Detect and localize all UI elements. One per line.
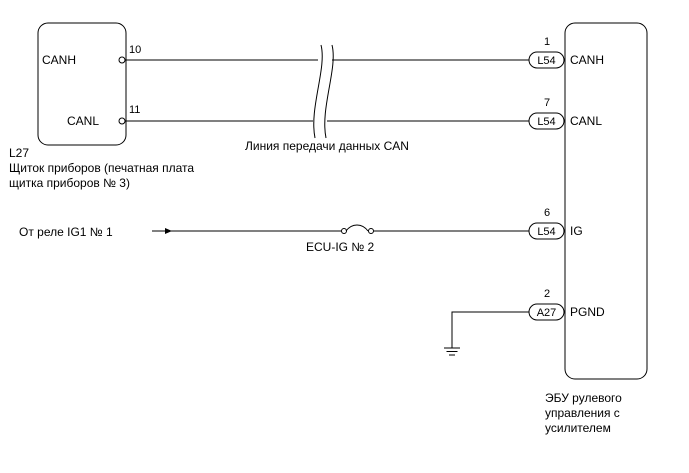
ecu-canh-signal: CANH [570, 53, 604, 67]
relay-source-label: От реле IG1 № 1 [19, 225, 113, 239]
can-line-label: Линия передачи данных CAN [245, 139, 409, 153]
ecu-pgnd-signal: PGND [570, 305, 605, 319]
ecu-name-line1: ЭБУ рулевого [545, 391, 622, 405]
fuse-label: ECU-IG № 2 [306, 240, 375, 254]
meter-canl-terminal [118, 117, 126, 125]
power-steering-ecu-box [564, 22, 648, 380]
meter-canl-signal: CANL [67, 114, 99, 128]
ecu-canl-connector-badge [528, 112, 565, 130]
wire-break-mark-right [324, 44, 334, 139]
meter-canl-pin-number: 11 [129, 104, 140, 116]
meter-name-line2: щитка приборов № 3) [9, 176, 130, 190]
ecu-canh-connector-id: L54 [537, 55, 555, 67]
ecu-name-line2: управления с [545, 406, 620, 420]
meter-connector-id: L27 [9, 146, 29, 160]
meter-canh-pin-number: 10 [129, 44, 141, 56]
ecu-pgnd-connector-id: A27 [537, 307, 557, 319]
ecu-ig-connector-id: L54 [537, 226, 555, 238]
fuse-icon [345, 224, 369, 232]
ecu-canh-pin-number: 1 [544, 36, 550, 48]
wire-break-mark-left [313, 44, 323, 139]
ecu-ig-pin-number: 6 [544, 207, 550, 219]
ecu-canl-pin-number: 7 [544, 97, 550, 109]
meter-canh-terminal [118, 56, 126, 64]
ecu-name-line3: усилителем [545, 421, 611, 435]
ecu-ig-connector-badge [528, 222, 565, 240]
combination-meter-box [37, 22, 127, 146]
ground-icon [444, 347, 460, 356]
arrow-right-icon [165, 228, 172, 234]
meter-name-line1: Щиток приборов (печатная плата [9, 161, 194, 175]
ecu-canl-connector-id: L54 [537, 116, 555, 128]
fuse-terminal-left [341, 228, 347, 234]
ecu-canl-signal: CANL [570, 114, 602, 128]
ecu-pgnd-pin-number: 2 [544, 288, 550, 300]
ecu-canh-connector-badge [528, 51, 565, 69]
ecu-ig-signal: IG [570, 224, 583, 238]
fuse-terminal-right [368, 228, 374, 234]
pgnd-wire [451, 311, 529, 348]
meter-canh-signal: CANH [42, 53, 76, 67]
ecu-pgnd-connector-badge [528, 303, 565, 321]
